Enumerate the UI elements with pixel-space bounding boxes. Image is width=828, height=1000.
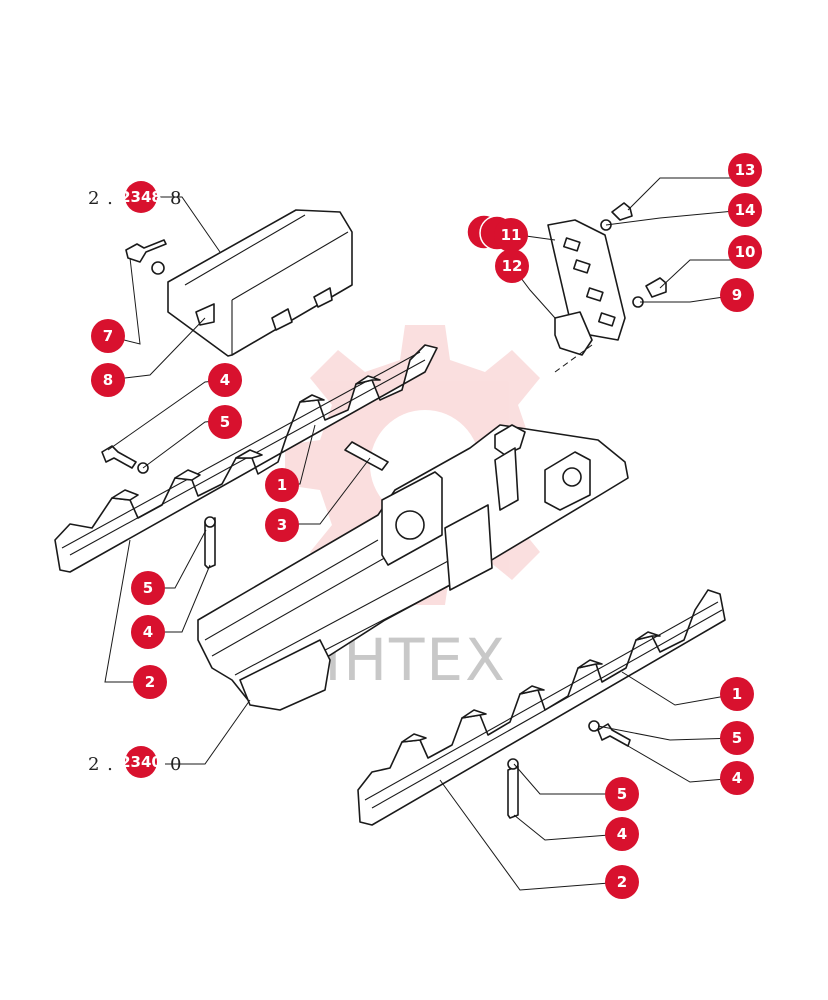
callout-4: 4	[131, 615, 165, 649]
callout-number: 5	[143, 579, 153, 597]
svg-text:2348: 2348	[120, 188, 162, 206]
svg-text:8: 8	[170, 188, 182, 209]
callout-marker	[131, 571, 165, 605]
callout-number: 5	[732, 729, 742, 747]
bolt-7-part	[125, 239, 167, 275]
frame-part	[197, 424, 629, 711]
callout-number: 13	[735, 161, 756, 179]
callout-marker	[208, 363, 242, 397]
callout-7: 7	[91, 319, 125, 353]
callout-1: 1	[720, 677, 754, 711]
callout-5: 5	[131, 571, 165, 605]
callout-number: 12	[502, 257, 523, 275]
callout-10: 10	[728, 235, 762, 269]
bolt-4-upper-part	[101, 445, 149, 474]
callout-marker	[265, 468, 299, 502]
callout-number: 4	[220, 371, 230, 389]
svg-text:2 .: 2 .	[88, 754, 114, 775]
callout-marker	[133, 665, 167, 699]
callout-11: 11	[494, 218, 528, 252]
callout-8: 8	[91, 363, 125, 397]
callout-marker	[720, 278, 754, 312]
callout-number: 2	[617, 873, 627, 891]
callout-marker	[728, 193, 762, 227]
track-guide-upper	[54, 344, 438, 573]
callout-marker	[131, 615, 165, 649]
pin-3-part	[344, 441, 389, 471]
callout-marker	[91, 319, 125, 353]
callout-marker	[208, 405, 242, 439]
callout-number: 7	[103, 327, 113, 345]
callout-number: 1	[732, 685, 742, 703]
callout-12: 12	[495, 249, 529, 283]
callout-number: 11	[501, 226, 522, 244]
svg-text:0: 0	[170, 754, 182, 775]
callout-marker	[605, 817, 639, 851]
callout-2: 2	[133, 665, 167, 699]
callout-4: 4	[208, 363, 242, 397]
callout-marker	[265, 508, 299, 542]
bolt-4-lower-part	[507, 720, 631, 819]
reference-marker	[125, 181, 157, 213]
callout-4: 4	[720, 761, 754, 795]
reference-top: 2 . 2348 8	[88, 181, 182, 213]
cover-part	[167, 209, 353, 357]
callout-number: 5	[220, 413, 230, 431]
callout-number: 9	[732, 286, 742, 304]
track-guide-lower	[357, 589, 726, 826]
callout-5: 5	[605, 777, 639, 811]
callout-13: 13	[728, 153, 762, 187]
callout-number: 4	[143, 623, 153, 641]
callout-marker	[91, 363, 125, 397]
reference-marker	[125, 746, 157, 778]
callout-marker	[605, 777, 639, 811]
callout-number: 4	[732, 769, 742, 787]
callout-3: 3	[265, 508, 299, 542]
callout-marker	[720, 761, 754, 795]
callout-marker	[728, 153, 762, 187]
reference-bottom: 2 . 2340 0	[88, 746, 182, 778]
callout-marker	[495, 249, 529, 283]
callout-number: 10	[735, 243, 756, 261]
callout-marker	[720, 721, 754, 755]
callout-number: 5	[617, 785, 627, 803]
callout-2: 2	[605, 865, 639, 899]
callout-marker	[605, 865, 639, 899]
callout-14: 14	[728, 193, 762, 227]
callout-marker	[494, 218, 528, 252]
callout-number: 8	[103, 371, 113, 389]
callout-5: 5	[720, 721, 754, 755]
bolt-13-part	[600, 202, 633, 231]
bolt-10-part	[632, 277, 667, 308]
callout-marker	[728, 235, 762, 269]
bolt-4-vertical-part	[204, 516, 216, 569]
callout-5: 5	[208, 405, 242, 439]
callout-number: 14	[735, 201, 756, 219]
svg-text:2 .: 2 .	[88, 188, 114, 209]
callout-number: 1	[277, 476, 287, 494]
bracket-part	[547, 219, 626, 356]
callout-9: 9	[720, 278, 754, 312]
callout-number: 4	[617, 825, 627, 843]
callout-1: 1	[265, 468, 299, 502]
callout-number: 2	[145, 673, 155, 691]
callout-4: 4	[605, 817, 639, 851]
svg-text:2340: 2340	[120, 753, 162, 771]
callout-number: 3	[277, 516, 287, 534]
dashed-leader	[554, 344, 593, 373]
callout-marker	[720, 677, 754, 711]
